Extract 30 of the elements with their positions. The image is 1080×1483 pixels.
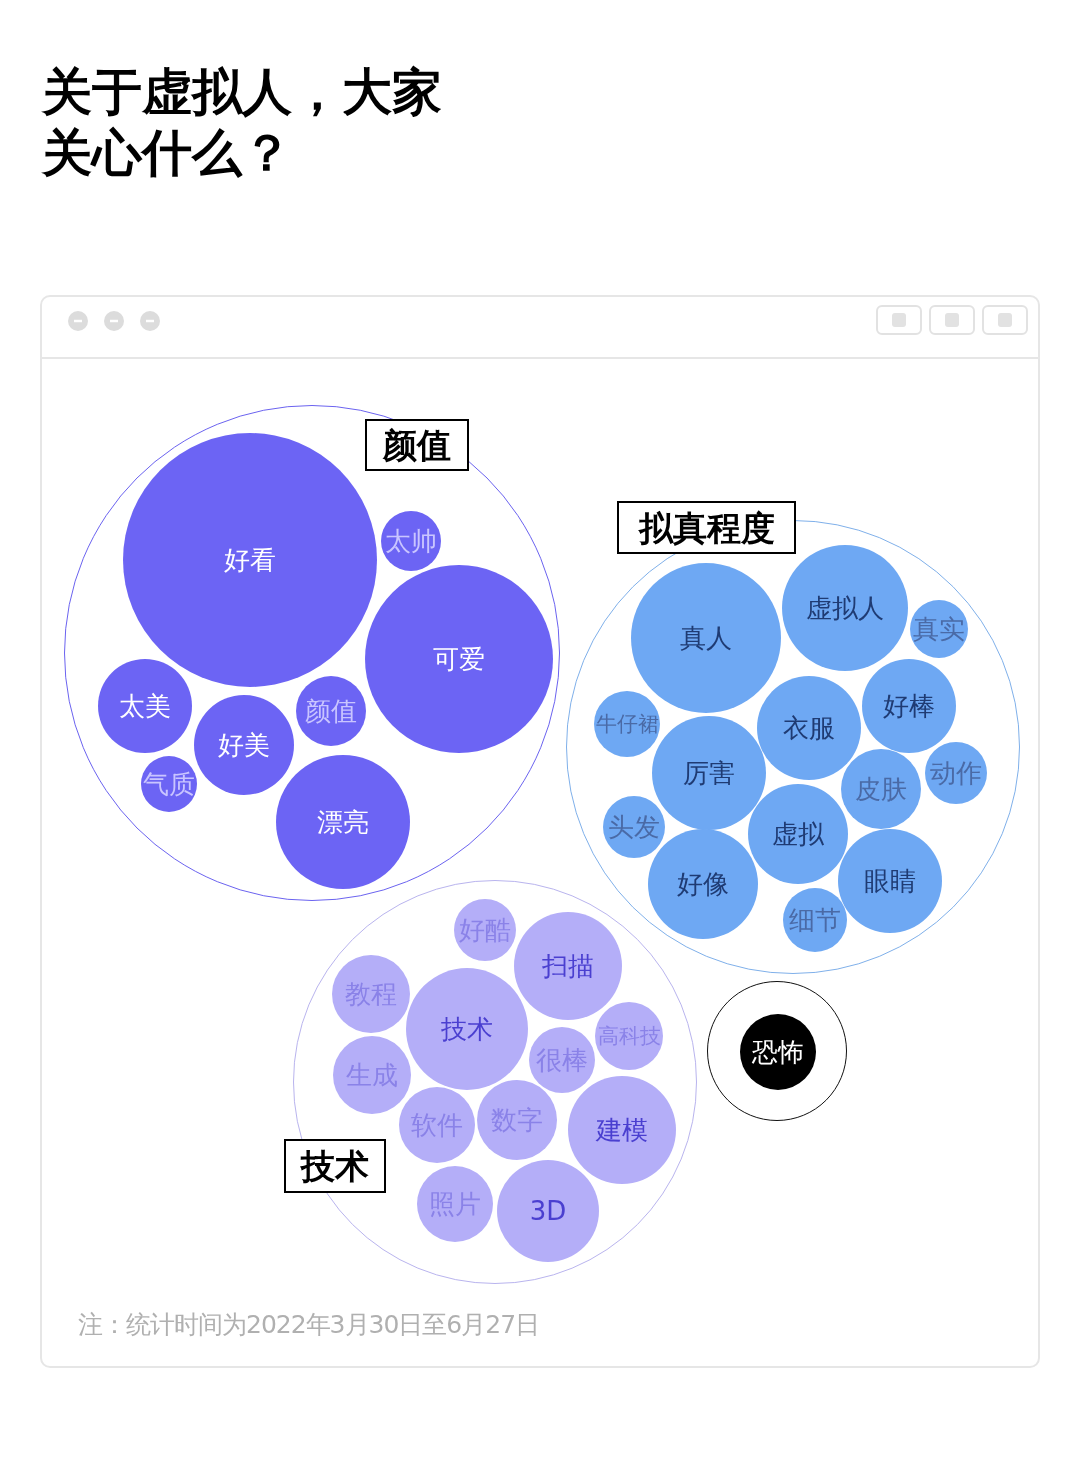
- bubble: 太美: [98, 659, 192, 753]
- bubble: 好美: [194, 695, 294, 795]
- bubble: 皮肤: [841, 749, 921, 829]
- bubble: 扫描: [514, 912, 622, 1020]
- page-title: 关于虚拟人，大家关心什么？: [42, 62, 442, 184]
- bubble: 可爱: [365, 565, 553, 753]
- group-heading: 颜值: [365, 419, 469, 471]
- bubble: 颜值: [296, 676, 366, 746]
- bubble: 好棒: [862, 659, 956, 753]
- bubble: 虚拟人: [782, 545, 908, 671]
- bubble: 眼睛: [838, 829, 942, 933]
- bubble: 恐怖: [740, 1014, 816, 1090]
- bubble: 真实: [910, 600, 968, 658]
- bubble: 衣服: [757, 676, 861, 780]
- bubble: 技术: [406, 968, 528, 1090]
- bubble: 漂亮: [276, 755, 410, 889]
- bubble: 细节: [783, 888, 847, 952]
- group-heading: 技术: [284, 1139, 386, 1193]
- bubble: 真人: [631, 563, 781, 713]
- bubble: 好看: [123, 433, 377, 687]
- bubble: 建模: [568, 1076, 676, 1184]
- footnote: 注：统计时间为2022年3月30日至6月27日: [78, 1309, 540, 1341]
- bubble: 头发: [603, 796, 665, 858]
- bubble: 牛仔裙: [594, 691, 660, 757]
- bubble: 气质: [141, 756, 197, 812]
- bubble: 动作: [925, 742, 987, 804]
- group-heading: 拟真程度: [617, 501, 796, 554]
- bubble: 虚拟: [748, 784, 848, 884]
- bubble: 太帅: [381, 511, 441, 571]
- bubble: 3D: [497, 1160, 599, 1262]
